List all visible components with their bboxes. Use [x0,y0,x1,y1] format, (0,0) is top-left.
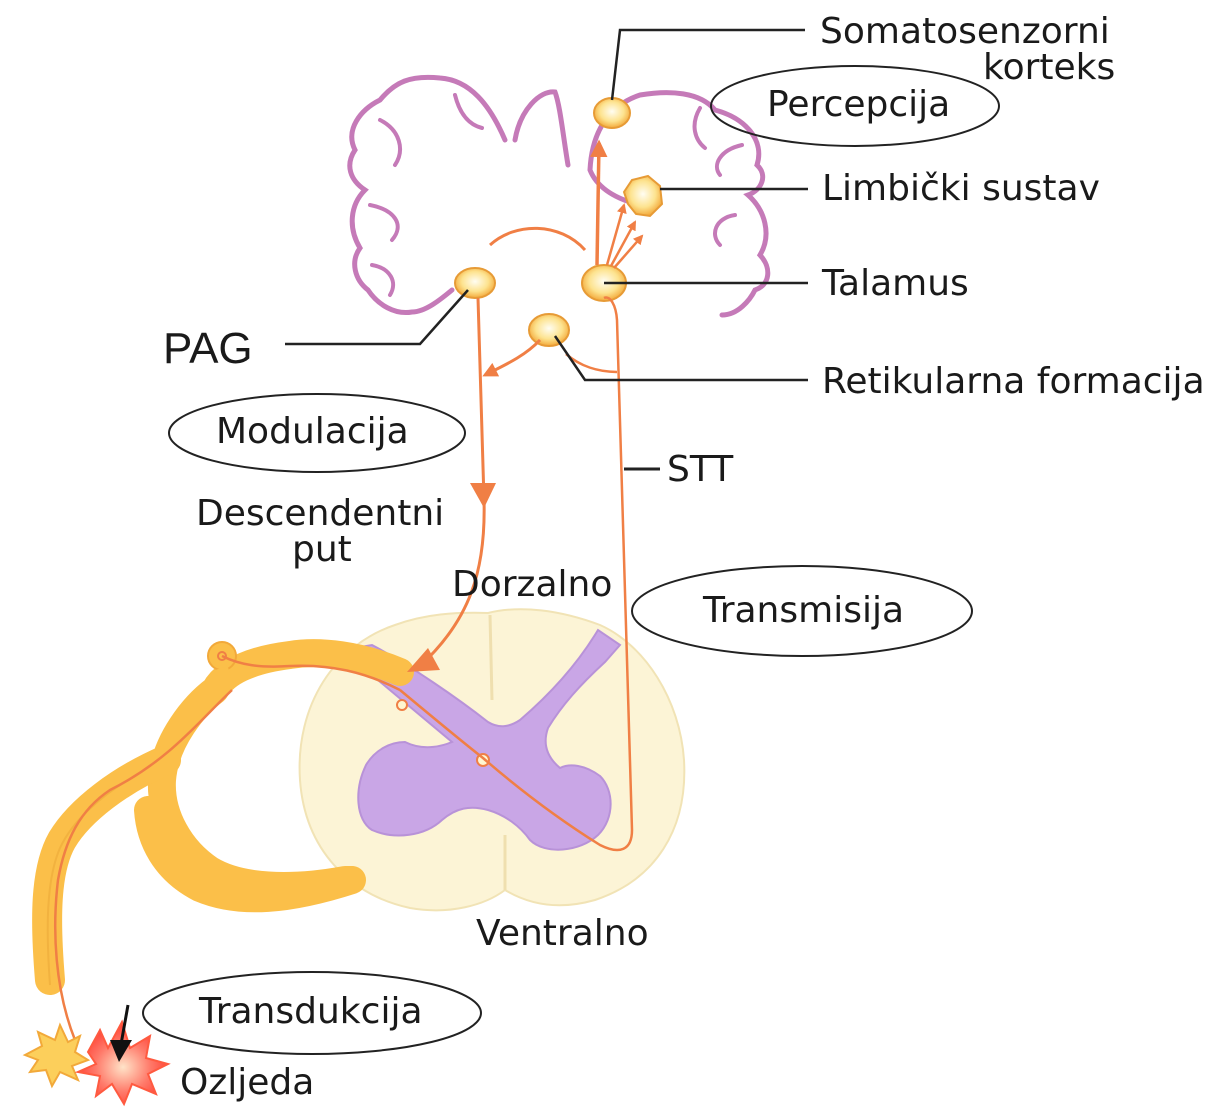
injury-burst-left [25,1025,88,1086]
pag-label: PAG [163,327,253,371]
corpus-callosum-arc [490,228,585,250]
somatosensory-label-line1: Somatosenzorni [820,14,1110,50]
transduction-label: Transdukcija [199,994,423,1030]
synapse-dorsal-horn-1 [397,700,407,710]
reticular-formation-nucleus [529,314,569,346]
somatosensory-cortex-region [594,98,630,128]
perception-label: Percepcija [767,87,950,123]
modulation-label: Modulacija [216,414,409,450]
thalamus-to-cortex-arrow [597,143,599,265]
injury-label: Ozljeda [180,1065,314,1101]
limbic-system-region [624,176,662,216]
descending-pathway [420,298,484,666]
transmission-label: Transmisija [703,593,904,629]
stt-label: STT [667,452,733,488]
ventral-label: Ventralno [476,916,649,952]
pag-nucleus [455,268,495,298]
brain-cortex-outline [350,77,768,315]
dorsal-label: Dorzalno [452,567,612,603]
reticular-output-arrow [485,340,540,375]
thalamus-label: Talamus [822,266,969,302]
somatosensory-label-line2: korteks [983,50,1115,86]
reticular-formation-label: Retikularna formacija [822,364,1205,400]
spinal-dorsal-septum [490,615,492,700]
limbic-system-label: Limbički sustav [822,171,1100,207]
descending-pathway-label-line2: put [292,532,352,568]
brain-sulci [370,95,742,295]
descending-arrow-head-mid [470,483,496,508]
descending-pathway-label-line1: Descendentni [196,496,444,532]
leader-reticular [555,336,808,380]
ganglion-stem [222,668,228,690]
